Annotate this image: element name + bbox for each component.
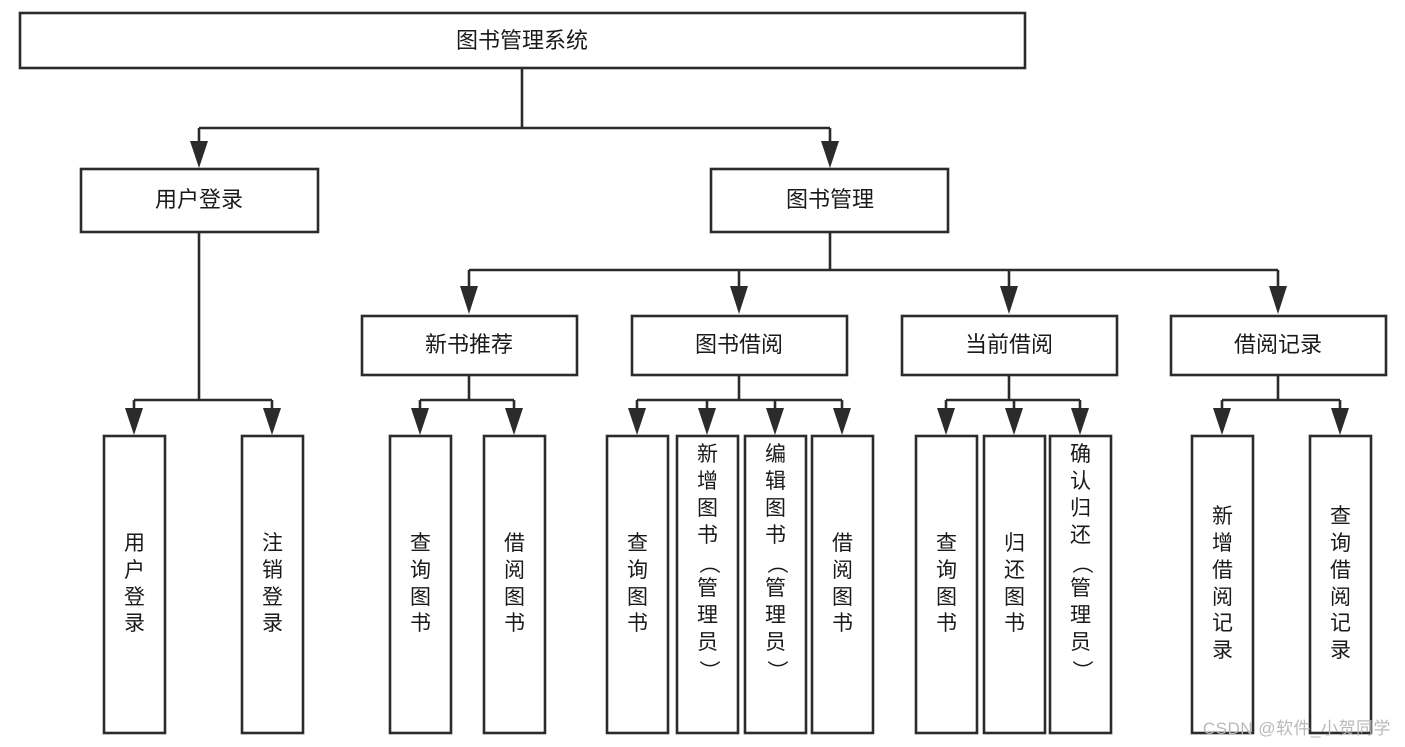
connectors-newbook-to-leaves: [411, 375, 523, 435]
node-label-book-borrow: 图书借阅: [695, 332, 783, 357]
arrow-head-icon: [698, 408, 716, 435]
node-box-leaf-query-record[interactable]: [1308, 434, 1373, 735]
arrow-head-icon: [1071, 408, 1089, 435]
node-box-leaf-add-book[interactable]: [675, 434, 740, 735]
arrow-head-icon: [505, 408, 523, 435]
arrow-head-icon: [1213, 408, 1231, 435]
arrow-head-icon: [1269, 286, 1287, 314]
node-box-leaf-confirm-return[interactable]: [1048, 434, 1113, 735]
arrow-head-icon: [460, 286, 478, 314]
arrow-head-icon: [821, 141, 839, 168]
node-box-user-login[interactable]: [79, 167, 320, 234]
connectors-current-to-leaves: [937, 375, 1089, 435]
node-box-borrow-record[interactable]: [1169, 314, 1388, 377]
connectors-root-to-level2: [190, 68, 839, 168]
arrow-head-icon: [125, 408, 143, 435]
arrow-head-icon: [1331, 408, 1349, 435]
node-box-leaf-user-login[interactable]: [102, 434, 167, 735]
arrow-head-icon: [1000, 286, 1018, 314]
node-label-borrow-record: 借阅记录: [1234, 332, 1322, 357]
node-box-book-borrow[interactable]: [630, 314, 849, 377]
node-box-leaf-query-book-1[interactable]: [388, 434, 453, 735]
connectors-borrow-to-leaves: [628, 375, 851, 435]
arrow-head-icon: [937, 408, 955, 435]
node-box-leaf-query-book-3[interactable]: [914, 434, 979, 735]
node-box-leaf-query-book-2[interactable]: [605, 434, 670, 735]
node-label-current-borrow: 当前借阅: [965, 332, 1053, 357]
arrow-head-icon: [628, 408, 646, 435]
node-box-leaf-borrow-book-1[interactable]: [482, 434, 547, 735]
connectors-record-to-leaves: [1213, 375, 1349, 435]
arrow-head-icon: [730, 286, 748, 314]
connectors-userlogin-to-leaves: [125, 232, 281, 435]
node-box-current-borrow[interactable]: [900, 314, 1119, 377]
arrow-head-icon: [766, 408, 784, 435]
node-box-leaf-return-book[interactable]: [982, 434, 1047, 735]
arrow-head-icon: [190, 141, 208, 168]
arrow-head-icon: [833, 408, 851, 435]
connectors-level2-to-level3: [460, 232, 1287, 314]
node-box-root[interactable]: [18, 11, 1027, 70]
arrow-head-icon: [1005, 408, 1023, 435]
node-box-leaf-borrow-book-2[interactable]: [810, 434, 875, 735]
node-box-leaf-add-record[interactable]: [1190, 434, 1255, 735]
node-label-user-login: 用户登录: [155, 187, 243, 212]
arrow-head-icon: [411, 408, 429, 435]
node-box-new-book-recommend[interactable]: [360, 314, 579, 377]
node-label-book-management: 图书管理: [786, 187, 874, 212]
arrow-head-icon: [263, 408, 281, 435]
node-box-book-management[interactable]: [709, 167, 950, 234]
node-label-root: 图书管理系统: [456, 28, 588, 53]
node-label-new-book-recommend: 新书推荐: [425, 332, 513, 357]
node-box-leaf-edit-book[interactable]: [743, 434, 808, 735]
node-box-leaf-logout[interactable]: [240, 434, 305, 735]
